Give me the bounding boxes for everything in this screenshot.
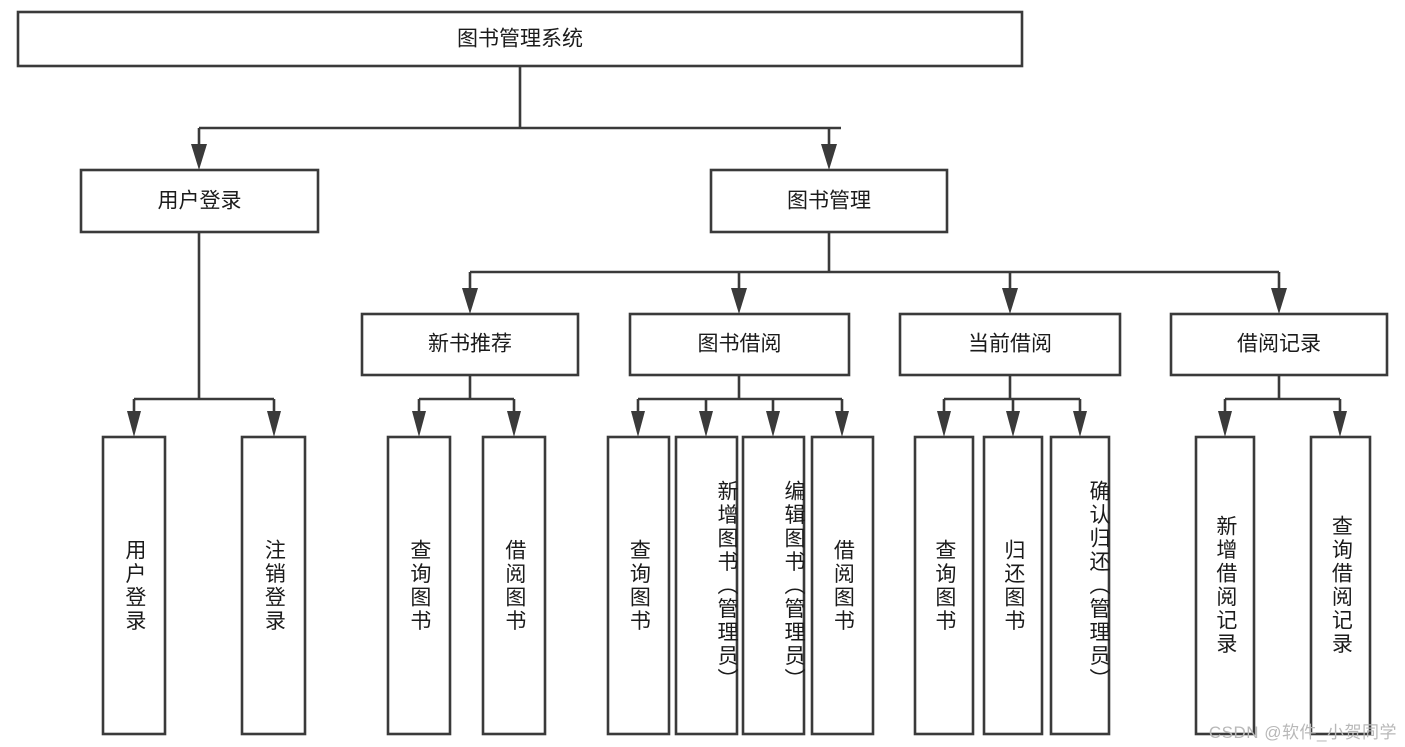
- leaf-label-edit-book-admin: 编辑图书（管理员）: [782, 479, 805, 692]
- leaf-label-confirm-return-admin: 确认归还（管理员）: [1087, 479, 1110, 692]
- leaf-label-borrow-book-1: 借阅图书: [502, 538, 526, 633]
- leaf-rect-return-book[interactable]: [982, 435, 1044, 736]
- node-label: 用户登录: [158, 190, 242, 213]
- leaf-label-add-borrow-record: 新增借阅记录: [1213, 515, 1237, 656]
- leaf-rect-user-login[interactable]: [101, 435, 167, 736]
- node-label: 图书借阅: [698, 333, 782, 356]
- connector-newbook-to-leaves: [412, 375, 521, 437]
- leaf-label-query-book-2: 查询图书: [627, 538, 651, 633]
- connector-borrowrecord-to-leaves: [1218, 375, 1347, 437]
- connector-userlogin-to-leaves: [127, 232, 281, 437]
- node-label: 图书管理: [787, 190, 871, 213]
- node-new-book-recommend[interactable]: 新书推荐: [360, 312, 580, 377]
- node-current-borrow[interactable]: 当前借阅: [898, 312, 1122, 377]
- leaf-label-query-borrow-record: 查询借阅记录: [1329, 515, 1353, 656]
- csdn-watermark: CSDN @软件_小贺同学: [1208, 723, 1397, 742]
- leaf-rect-logout-login[interactable]: [240, 435, 307, 736]
- leaf-label-user-login: 用户登录: [122, 538, 146, 633]
- leaf-label-add-book-admin: 新增图书（管理员）: [715, 479, 738, 692]
- node-book-management-system[interactable]: 图书管理系统: [16, 10, 1024, 68]
- node-borrow-record[interactable]: 借阅记录: [1169, 312, 1389, 377]
- node-user-login[interactable]: 用户登录: [79, 168, 320, 234]
- leaf-rect-borrow-book-2[interactable]: [810, 435, 875, 736]
- node-book-management[interactable]: 图书管理: [709, 168, 949, 234]
- leaf-rect-add-borrow-record[interactable]: [1194, 435, 1256, 736]
- connector-currentborrow-to-leaves: [937, 375, 1087, 437]
- connector-root-to-level2: [191, 66, 841, 170]
- leaf-rect-query-book-3[interactable]: [913, 435, 975, 736]
- leaf-rect-query-borrow-record[interactable]: [1309, 435, 1372, 736]
- leaf-rect-edit-book-admin[interactable]: [741, 435, 806, 736]
- leaf-rect-query-book-1[interactable]: [386, 435, 452, 736]
- leaf-rect-confirm-return-admin[interactable]: [1049, 435, 1111, 736]
- leaf-label-query-book-3: 查询图书: [932, 538, 956, 633]
- node-label: 当前借阅: [968, 333, 1052, 356]
- connector-bookborrow-to-leaves: [631, 375, 849, 437]
- node-label: 图书管理系统: [457, 28, 583, 51]
- leaf-label-borrow-book-2: 借阅图书: [831, 538, 855, 633]
- leaf-rect-borrow-book-1[interactable]: [481, 435, 547, 736]
- node-book-borrow[interactable]: 图书借阅: [628, 312, 851, 377]
- leaf-rects: [101, 435, 1372, 736]
- node-label: 借阅记录: [1237, 333, 1321, 356]
- leaf-label-query-book-1: 查询图书: [407, 538, 431, 633]
- node-label: 新书推荐: [428, 333, 512, 356]
- leaf-label-logout-login: 注销登录: [262, 538, 286, 633]
- leaf-rect-add-book-admin[interactable]: [674, 435, 739, 736]
- leaf-label-return-book: 归还图书: [1001, 538, 1025, 633]
- leaf-rect-query-book-2[interactable]: [606, 435, 671, 736]
- connector-bookmgmt-to-level3: [462, 232, 1287, 314]
